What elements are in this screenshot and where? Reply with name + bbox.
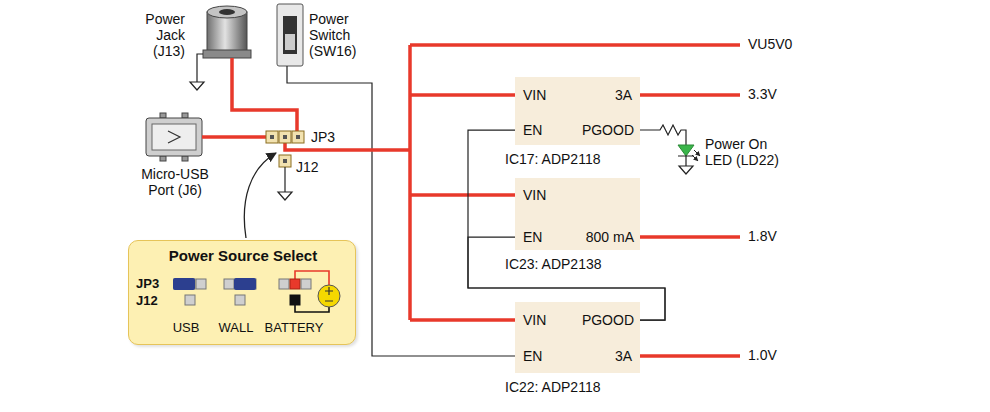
ground-wire	[197, 54, 203, 82]
part-label: Power Switch (SW16)	[309, 11, 369, 59]
pin-name: PGOOD	[582, 312, 634, 328]
voltage-label: 3.3V	[748, 86, 777, 102]
power-switch-slot	[283, 16, 297, 54]
callout-arrow	[244, 153, 276, 238]
output-wire	[640, 93, 740, 97]
light-arrow	[692, 155, 698, 161]
header-pin	[266, 131, 278, 143]
usb-opening	[152, 124, 196, 150]
ground-wire	[284, 167, 285, 192]
ground-symbol	[190, 82, 204, 90]
pin-post	[270, 135, 274, 139]
pin-name: EN	[523, 122, 542, 138]
part-label: IC22: ADP2118	[505, 379, 600, 395]
power-jack-hole	[219, 9, 235, 15]
header-pin	[185, 295, 195, 305]
jumper-name: JP3	[136, 277, 159, 292]
jumper-name: JP3	[311, 129, 335, 145]
net-name: VU5V0	[748, 36, 792, 52]
led-wire	[678, 156, 694, 166]
header-pin	[196, 279, 206, 289]
regulator-ic: VINEN800 mAIC23: ADP2138	[515, 178, 640, 250]
signal-wire	[468, 130, 665, 320]
voltage-label: 1.8V	[748, 228, 777, 244]
jumper-panel: Power Source SelectJP3J12USB WALL BATTERY	[128, 240, 356, 345]
current-rating: 3A	[615, 348, 632, 364]
header-pin	[301, 279, 311, 289]
pin-name: PGOOD	[582, 122, 634, 138]
part-label: Power Jack (J13)	[128, 11, 185, 59]
resistor-symbol	[640, 125, 686, 145]
regulator-ic: VINPGOODEN3AIC22: ADP2118	[515, 302, 640, 373]
jumper-name: J12	[136, 294, 158, 309]
pin-name: VIN	[523, 87, 546, 103]
part-label: IC17: ADP2118	[505, 151, 600, 167]
mode-label: USB	[173, 321, 200, 336]
enable-wire	[287, 66, 515, 356]
power-wire	[410, 318, 515, 322]
mode-label: WALL	[219, 321, 254, 336]
power-wire	[410, 193, 515, 197]
led-symbol	[678, 145, 694, 156]
pin-post	[283, 159, 287, 163]
header-pin	[279, 279, 289, 289]
power-wire	[285, 143, 410, 150]
usb-tab	[182, 113, 188, 118]
jumper-cap	[234, 278, 256, 290]
current-rating: 3A	[615, 87, 632, 103]
header-pin	[290, 295, 300, 305]
jumper-cap	[173, 278, 195, 290]
light-arrow	[694, 150, 700, 156]
usb-body	[146, 118, 202, 156]
part-label: Micro-USB Port (J6)	[131, 166, 219, 198]
battery-polarity	[325, 287, 333, 301]
usb-tab	[182, 156, 188, 161]
pin-post	[296, 135, 300, 139]
ground-symbol	[278, 192, 292, 200]
power-bus	[408, 45, 412, 320]
usb-tab	[160, 113, 166, 118]
current-rating: 800 mA	[586, 229, 634, 245]
regulator-ic: VIN3AENPGOODIC17: ADP2118	[515, 77, 640, 145]
battery-symbol	[318, 285, 340, 307]
jumper-name: J12	[296, 159, 319, 175]
part-label: IC23: ADP2138	[505, 256, 602, 272]
ground-symbol	[679, 166, 693, 174]
pin-name: EN	[523, 348, 542, 364]
header-pin	[224, 279, 234, 289]
power-jack-base	[203, 50, 251, 58]
power-jack-top	[207, 6, 247, 18]
power-jack-body	[207, 12, 247, 56]
power-bus	[410, 43, 740, 47]
output-wire	[640, 354, 740, 358]
power-switch-thumb	[285, 34, 295, 50]
header-pin	[292, 131, 304, 143]
pin-name: EN	[523, 229, 542, 245]
usb-symbol	[168, 131, 180, 143]
pin-name: VIN	[523, 312, 546, 328]
usb-tab	[160, 156, 166, 161]
power-wire	[202, 135, 266, 139]
power-wire	[410, 93, 515, 97]
header-pin	[235, 295, 245, 305]
output-wire	[640, 235, 740, 239]
pin-post	[283, 135, 287, 139]
pin-name: VIN	[523, 187, 546, 203]
voltage-label: 1.0V	[748, 347, 777, 363]
part-label: Power On LED (LD22)	[705, 136, 791, 168]
header-pin	[279, 131, 291, 143]
header-pin	[290, 279, 300, 289]
power-switch-body	[277, 4, 303, 66]
mode-label: BATTERY	[265, 321, 324, 336]
panel-title: Power Source Select	[169, 247, 317, 264]
header-pin	[279, 155, 291, 167]
